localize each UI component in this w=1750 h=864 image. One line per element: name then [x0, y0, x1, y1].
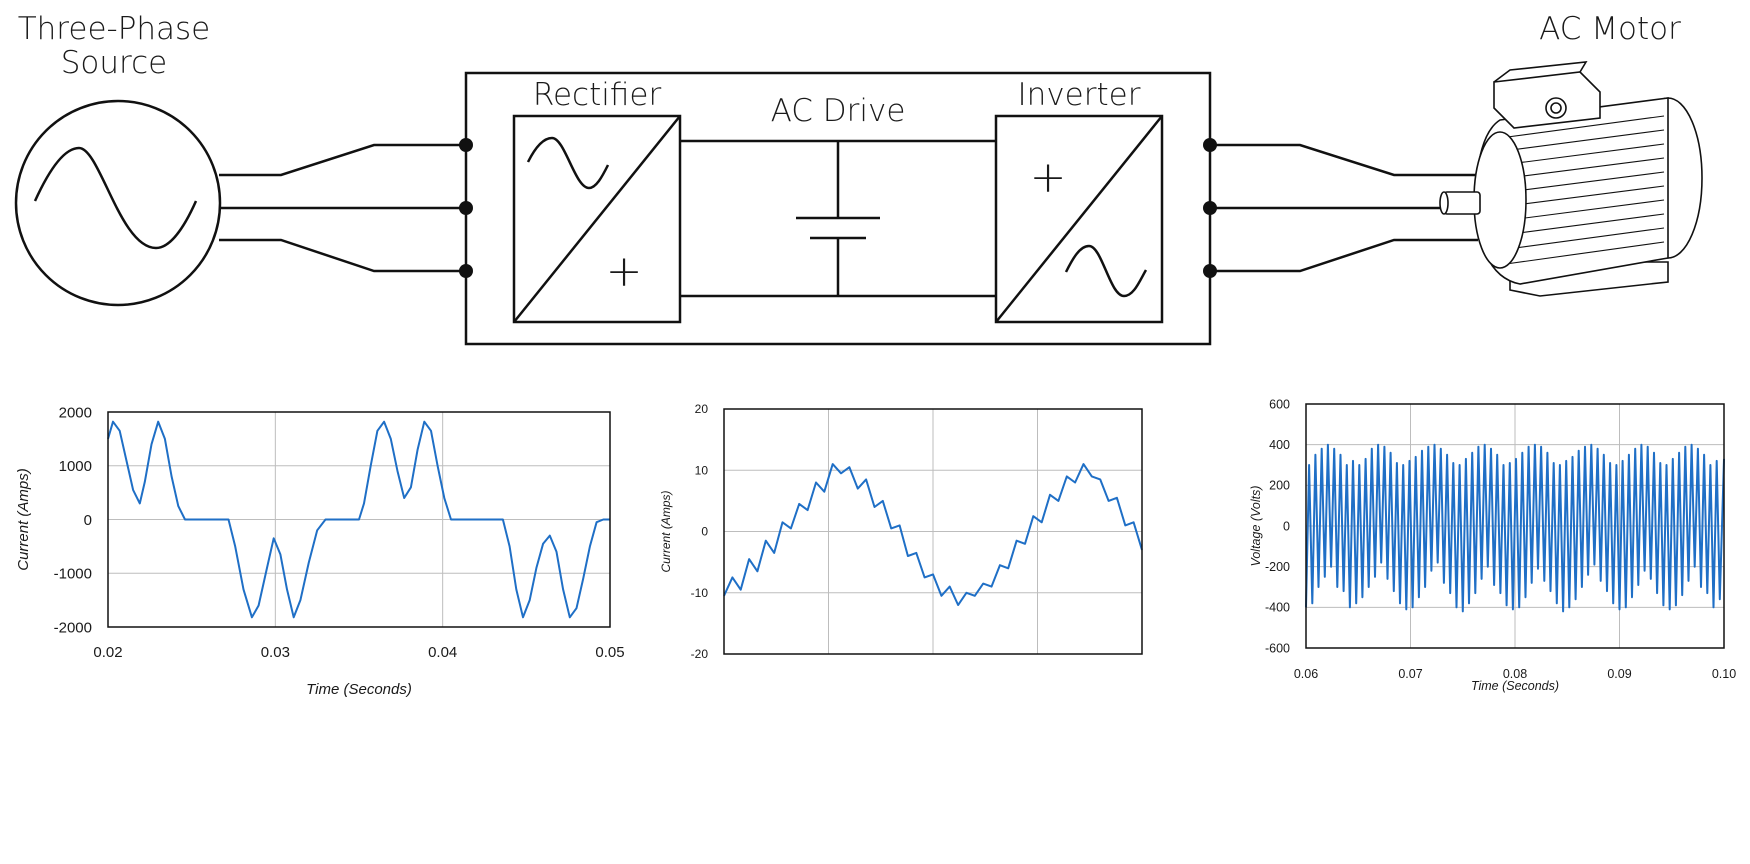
ac-motor: AC Motor [1439, 11, 1703, 297]
sine-wave-icon [33, 146, 198, 250]
y-tick-label: 200 [1269, 479, 1290, 493]
y-tick-label: 20 [695, 402, 709, 416]
sine-wave-icon [1064, 244, 1148, 298]
motor-terminal-gland-inner [1550, 102, 1562, 114]
y-tick-label: 1000 [59, 458, 92, 475]
terminal-dot [459, 264, 473, 278]
x-axis-label: Time (Seconds) [1471, 679, 1559, 693]
x-tick-label: 0.05 [595, 644, 624, 661]
motor-icon [1439, 61, 1703, 297]
source-label-line2: Source [61, 45, 167, 81]
inverter-box [994, 114, 1164, 324]
rectifier-label: Rectifier [533, 77, 662, 113]
y-tick-label: -2000 [54, 619, 92, 636]
x-tick-label: 0.09 [1607, 667, 1631, 681]
y-tick-label: -20 [691, 647, 709, 661]
ac-drive-label: AC Drive [771, 93, 906, 129]
dc-bus [680, 139, 996, 298]
input-wires [219, 143, 466, 273]
sine-wave-icon [526, 136, 610, 190]
y-tick-label: -400 [1265, 601, 1290, 615]
motor-terminal-lid [1493, 61, 1588, 83]
motor-terminal-box [1493, 71, 1601, 129]
x-tick-label: 0.02 [93, 644, 122, 661]
y-tick-label: 0 [84, 512, 92, 529]
y-tick-label: -200 [1265, 560, 1290, 574]
series-line [723, 463, 1143, 606]
terminal-dot [459, 138, 473, 152]
three-phase-source: Three-Phase Source [14, 11, 222, 307]
series-line [1305, 443, 1725, 613]
output-wires [1210, 143, 1478, 273]
source-label-line1: Three-Phase [18, 11, 211, 47]
x-tick-label: 0.06 [1294, 667, 1318, 681]
y-axis-label: Current (Amps) [15, 468, 32, 571]
inverter-diagonal [995, 115, 1163, 323]
plot-frame [723, 408, 1143, 655]
chart-inverter-output-voltage: 600 400 200 0 -200 -400 -600 0.06 0.07 0.08 0.09 0.… [1249, 397, 1736, 693]
y-tick-label: 2000 [59, 404, 92, 421]
motor-label: AC Motor [1539, 11, 1681, 47]
chart-dc-current: 20 10 0 -10 -20 Current (Amps) [659, 402, 1143, 661]
y-tick-label: 0 [1283, 519, 1290, 533]
y-tick-label: -10 [691, 586, 709, 600]
plot-frame [1305, 403, 1725, 649]
x-tick-label: 0.10 [1712, 667, 1736, 681]
motor-shaft-end [1439, 191, 1449, 215]
inverter-label: Inverter [1018, 77, 1141, 113]
series-line [107, 420, 610, 619]
source-circle [14, 99, 222, 307]
motor-shaft [1443, 191, 1481, 215]
plot-frame [107, 411, 611, 628]
y-axis-label: Voltage (Volts) [1249, 485, 1263, 566]
y-tick-label: 0 [701, 525, 708, 539]
input-wire-a [219, 143, 466, 177]
x-tick-label: 0.04 [428, 644, 457, 661]
y-tick-label: -600 [1265, 641, 1290, 655]
x-tick-label: 0.03 [261, 644, 290, 661]
input-wire-c [219, 238, 466, 273]
y-tick-label: -1000 [54, 566, 92, 583]
rectifier-box [512, 114, 682, 324]
y-tick-label: 10 [695, 463, 709, 477]
plus-icon: + [1030, 152, 1067, 203]
inverter-block: Inverter + [994, 77, 1164, 324]
ac-drive: AC Drive Rectifier + Inverter [459, 71, 1217, 346]
x-tick-label: 0.08 [1503, 667, 1527, 681]
rectifier-diagonal [513, 115, 681, 323]
motor-front-face [1473, 131, 1527, 269]
y-tick-label: 400 [1269, 438, 1290, 452]
x-axis-label: Time (Seconds) [306, 681, 412, 698]
y-tick-label: 600 [1269, 397, 1290, 411]
output-wire-c [1210, 238, 1478, 273]
terminal-dot [459, 201, 473, 215]
rectifier-block: Rectifier + [512, 77, 682, 324]
y-axis-label: Current (Amps) [659, 490, 673, 572]
output-wire-a [1210, 143, 1478, 177]
plus-icon: + [606, 246, 643, 297]
x-tick-label: 0.07 [1398, 667, 1422, 681]
